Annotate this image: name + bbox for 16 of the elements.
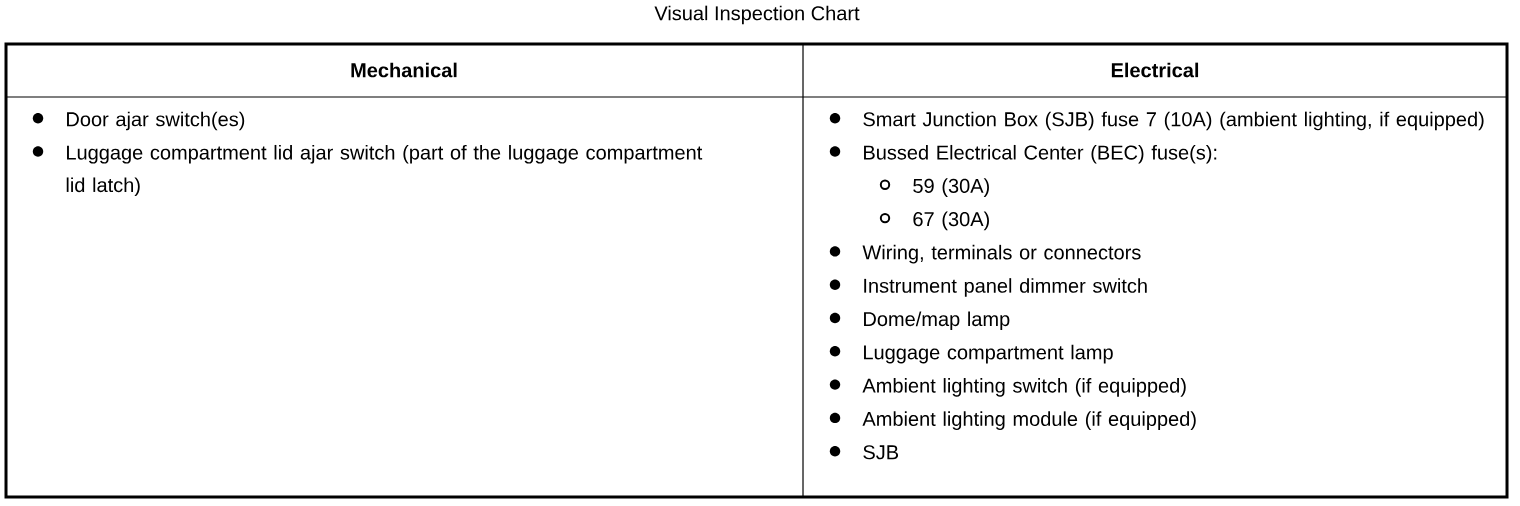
list-item: Ambient lighting module (if equipped) — [829, 411, 1196, 430]
list-item: Bussed Electrical Center (BEC) fuse(s): — [829, 144, 1217, 164]
list-item: Smart Junction Box (SJB) fuse 7 (10A) (ambient lighting, if equipped) — [829, 111, 1484, 131]
column-header: Electrical — [1111, 62, 1199, 78]
list-item: Instrument panel dimmer switch — [829, 278, 1147, 297]
list-item: SJB — [829, 445, 899, 460]
list-item: Door ajar switch(es) — [32, 111, 245, 131]
list-item: Dome/map lamp — [829, 311, 1010, 331]
chart-title: Visual Inspection Chart — [654, 5, 860, 25]
list-item: Luggage compartment lamp — [829, 344, 1113, 364]
list-item: Wiring, terminals or connectors — [829, 244, 1141, 264]
list-item: Luggage compartment lid ajar switch (part of the luggage compartment lid latch) — [32, 144, 703, 197]
list-item: 67 (30A) — [879, 211, 989, 231]
list-item: 59 (30A) — [879, 178, 989, 197]
list-item: Ambient lighting switch (if equipped) — [829, 378, 1186, 397]
column-header: Mechanical — [351, 62, 457, 78]
